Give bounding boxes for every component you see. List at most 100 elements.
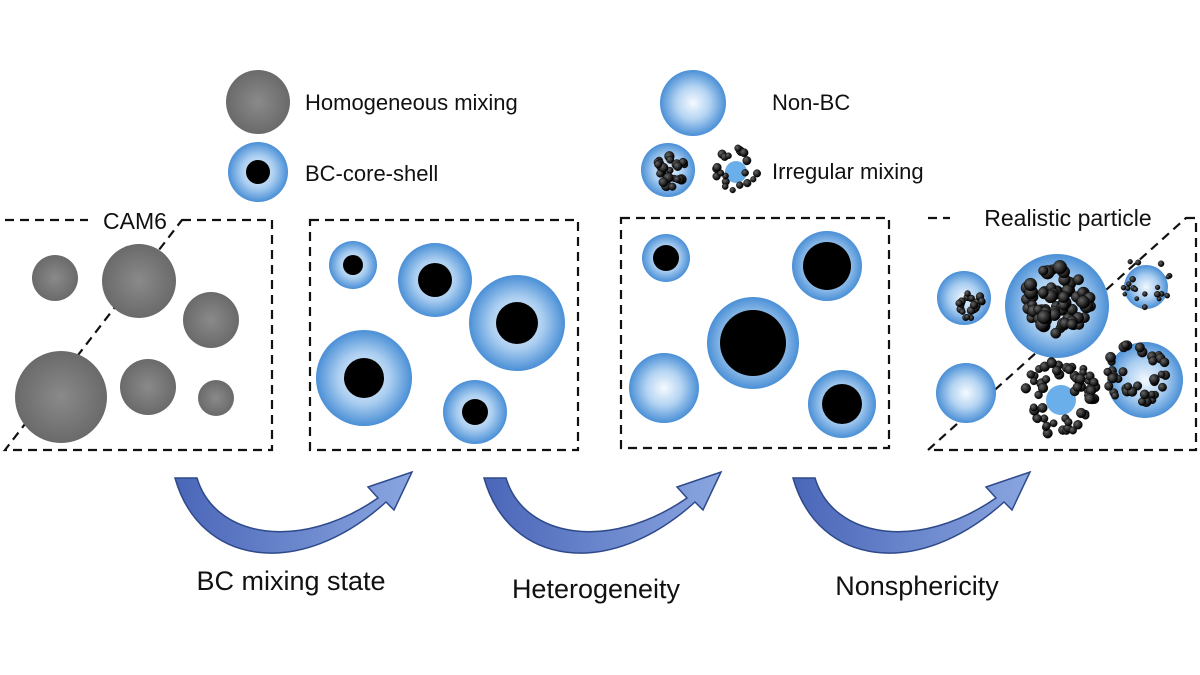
soot-monomer <box>1164 292 1170 299</box>
panel-cam6-title: CAM6 <box>103 208 167 234</box>
soot-monomer <box>1159 357 1170 368</box>
soot-monomer <box>1050 327 1062 339</box>
soot-monomer <box>753 169 762 178</box>
soot-monomer <box>1134 296 1140 302</box>
core-shell-particle <box>808 370 876 438</box>
soot-monomer <box>1148 356 1158 366</box>
soot-monomer <box>1068 426 1077 435</box>
soot-monomer <box>1064 364 1075 375</box>
soot-monomer <box>1037 382 1049 394</box>
bc-aggregate <box>1120 259 1173 311</box>
soot-monomer <box>1157 260 1165 267</box>
soot-monomer <box>736 181 744 189</box>
soot-monomer <box>970 301 979 310</box>
core-shell-particle <box>443 380 507 444</box>
core-shell-particle <box>329 241 377 289</box>
core-shell-particle <box>642 234 690 282</box>
soot-monomer <box>959 308 966 315</box>
soot-monomer <box>964 290 971 297</box>
step-mixing-state-label: BC mixing state <box>196 566 385 596</box>
soot-monomer <box>1149 374 1160 385</box>
soot-monomer <box>1120 285 1127 291</box>
soot-monomer <box>1066 318 1078 330</box>
soot-monomer <box>750 176 757 183</box>
soot-monomer <box>1072 382 1083 392</box>
gray-particle <box>183 292 239 348</box>
soot-monomer <box>1154 284 1161 291</box>
soot-monomer <box>1020 383 1032 394</box>
soot-monomer <box>1084 393 1095 404</box>
soot-monomer <box>1064 418 1073 427</box>
soot-monomer <box>1103 367 1112 377</box>
soot-monomer <box>658 177 669 188</box>
soot-monomer <box>734 144 742 152</box>
legend: Homogeneous mixing BC-core-shell Non-BC … <box>226 70 924 202</box>
soot-monomer <box>1118 367 1128 377</box>
soot-monomer <box>1032 414 1042 424</box>
legend-irregular-label: Irregular mixing <box>772 159 924 184</box>
irregular-particle <box>937 271 991 325</box>
soot-monomer <box>712 162 722 172</box>
core-shell-particle <box>316 330 412 426</box>
soot-monomer <box>1037 402 1048 413</box>
soot-monomer <box>1124 382 1133 391</box>
core-shell-particle <box>398 243 472 317</box>
soot-monomer <box>1075 373 1086 384</box>
soot-monomer <box>1073 274 1084 286</box>
soot-monomer <box>743 179 752 188</box>
soot-monomer <box>1154 290 1161 298</box>
soot-monomer <box>1023 277 1038 292</box>
soot-monomer <box>1052 260 1068 275</box>
soot-monomer <box>1127 259 1133 265</box>
soot-monomer <box>1135 259 1142 266</box>
soot-monomer <box>1029 403 1038 412</box>
soot-monomer <box>1165 274 1171 280</box>
irregular-particle <box>1005 254 1109 358</box>
soot-monomer <box>1122 291 1128 297</box>
bc-aggregate <box>653 151 689 192</box>
panel-cam6: CAM6 <box>2 208 274 452</box>
soot-monomer <box>968 294 975 302</box>
irregular-particle <box>1120 259 1173 311</box>
core-shell-particle <box>792 231 862 301</box>
soot-monomer <box>1041 375 1051 384</box>
irregular-particle <box>1103 340 1183 418</box>
soot-monomer <box>1158 382 1167 392</box>
soot-monomer <box>1107 373 1118 384</box>
soot-monomer <box>1051 365 1062 376</box>
soot-monomer <box>1089 377 1099 387</box>
soot-monomer <box>1026 370 1036 379</box>
soot-monomer <box>654 160 663 169</box>
panel-realistic-title: Realistic particle <box>984 205 1151 231</box>
soot-monomer <box>673 175 681 184</box>
soot-monomer <box>729 187 736 194</box>
soot-monomer <box>1042 421 1051 430</box>
soot-monomer <box>1046 357 1057 369</box>
gray-particle <box>198 380 234 416</box>
arrow-heterogeneity <box>483 470 723 554</box>
irregular-particle <box>1020 357 1101 439</box>
soot-monomer <box>964 314 971 321</box>
bc-core-shell-icon <box>228 142 288 202</box>
soot-monomer <box>1142 291 1148 297</box>
soot-monomer <box>1076 407 1087 419</box>
soot-monomer <box>1030 377 1038 386</box>
soot-monomer <box>725 152 732 160</box>
arrow-nonsphericity <box>792 470 1032 554</box>
bc-aggregate <box>712 144 762 194</box>
soot-monomer <box>955 299 963 307</box>
non-bc-particle <box>936 363 996 423</box>
soot-monomer <box>673 161 683 171</box>
gray-particle <box>120 359 176 415</box>
soot-monomer <box>1076 295 1090 309</box>
soot-monomer <box>1135 342 1145 353</box>
soot-monomer <box>1105 351 1117 363</box>
legend-core-shell-label: BC-core-shell <box>305 161 438 186</box>
gray-particle <box>102 244 176 318</box>
gray-particle <box>32 255 78 301</box>
panel-core-shell <box>308 218 580 452</box>
core-shell-particle <box>469 275 565 371</box>
bc-aggregate <box>1103 340 1171 407</box>
soot-monomer <box>739 148 749 158</box>
